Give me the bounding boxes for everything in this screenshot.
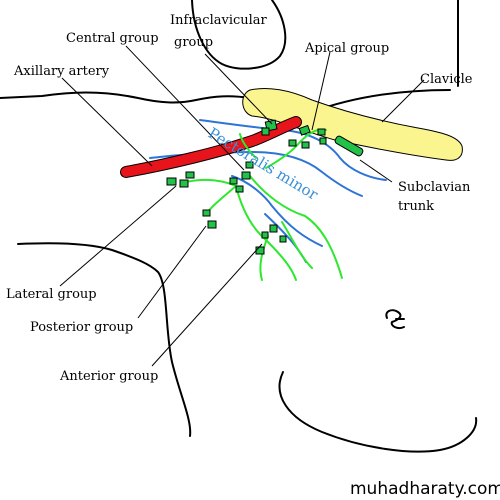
label-infraclavicular: Infraclavicular	[170, 13, 268, 28]
anterior-node	[261, 231, 269, 239]
shoulder-line	[0, 91, 251, 104]
leader-posterior	[137, 225, 207, 319]
neck-outline	[191, 0, 287, 70]
label-axillary-artery: Axillary artery	[13, 64, 110, 79]
axillary-artery	[120, 116, 302, 178]
leader-axillary	[61, 77, 153, 167]
squiggle-mark	[385, 309, 405, 330]
arm-outline	[17, 242, 192, 437]
label-anterior-group: Anterior group	[59, 369, 158, 384]
lymph-nodes	[166, 119, 364, 255]
central-node	[241, 171, 251, 180]
central-node	[245, 161, 254, 169]
anterior-node	[255, 246, 265, 255]
posterior-node	[207, 220, 217, 229]
label-lateral-group: Lateral group	[6, 287, 97, 302]
label-clavicle: Clavicle	[420, 72, 473, 87]
label-central-group: Central group	[66, 31, 159, 46]
lymph-vessel	[239, 133, 257, 159]
label-subclavian-trunk: trunk	[398, 199, 434, 214]
subclavian-trunk	[334, 135, 364, 157]
central-node	[229, 177, 238, 185]
lymph-vessel	[281, 221, 313, 269]
lateral-node	[185, 171, 195, 179]
label-posterior-group: Posterior group	[30, 320, 133, 335]
vein-upper	[199, 119, 387, 181]
lymph-vessel	[185, 178, 237, 187]
vein-lower	[231, 175, 323, 247]
lymph-vessel	[259, 235, 269, 281]
apical-node	[317, 128, 326, 136]
lateral-node	[179, 179, 189, 188]
leader-lines	[59, 45, 425, 367]
clavicle-bone	[242, 87, 463, 161]
leader-lateral	[59, 185, 177, 287]
watermark: muhadharaty.com	[350, 479, 500, 499]
leader-anterior	[151, 243, 263, 367]
lymph-vessel	[249, 175, 343, 279]
leader-central	[125, 45, 245, 171]
apical-node	[288, 139, 297, 147]
lymph-vessels	[185, 128, 343, 281]
leader-apical	[311, 51, 331, 131]
anterior-node	[279, 235, 287, 243]
label-apical-group: Apical group	[304, 41, 389, 56]
lateral-node	[166, 177, 177, 186]
anterior-node	[269, 224, 278, 233]
apical-node	[298, 124, 311, 136]
label-subclavian: Subclavian	[398, 180, 471, 195]
apical-node	[319, 137, 327, 145]
infraclavicular-node	[261, 127, 270, 136]
leader-clavicle	[381, 79, 425, 123]
label-infraclavicular-group: group	[174, 35, 213, 50]
central-node	[235, 185, 244, 193]
breast-outline	[278, 371, 478, 453]
posterior-node	[202, 209, 211, 217]
apical-node	[301, 141, 310, 149]
leader-subclavian	[359, 159, 393, 183]
leader-infraclavicular	[204, 53, 273, 125]
